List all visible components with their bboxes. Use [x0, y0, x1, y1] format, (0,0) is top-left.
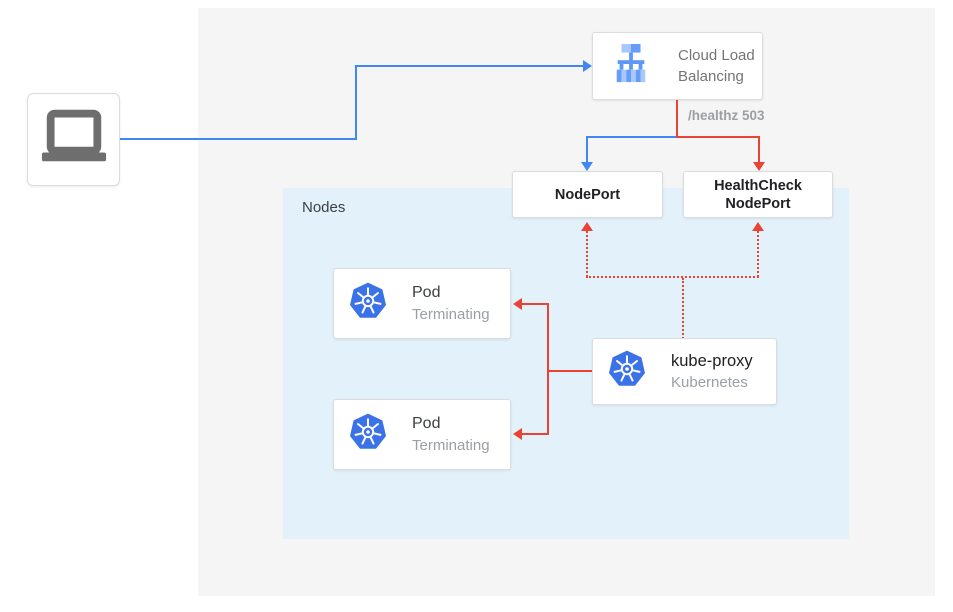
nodeport-box: NodePort [512, 171, 663, 218]
dotted-connector-healthcheck-v [757, 231, 759, 277]
kube-proxy-box: kube-proxy Kubernetes [592, 338, 777, 405]
blue-arrowhead-into-clb [583, 60, 592, 72]
blue-connector-to-clb-h [355, 65, 584, 67]
blue-arrowhead-into-nodeport [581, 162, 593, 171]
client-device-box [27, 93, 120, 186]
healthz-status-label: /healthz 503 [688, 108, 765, 123]
pod1-title: Pod [412, 284, 441, 301]
healthcheck-nodeport-box: HealthCheck NodePort [683, 171, 833, 218]
kubernetes-icon [607, 349, 647, 394]
pod2-status: Terminating [412, 437, 490, 454]
red-arrowhead-into-healthcheck [753, 162, 765, 171]
clb-label-line2: Balancing [678, 68, 744, 85]
dotted-arrowhead-into-healthcheck [752, 222, 764, 231]
blue-connector-client-v [355, 65, 357, 140]
red-connector-pod2-h [522, 433, 548, 435]
kube-proxy-title: kube-proxy [671, 352, 753, 370]
kube-proxy-subtitle: Kubernetes [671, 374, 748, 391]
pod-box-1: Pod Terminating [333, 268, 511, 339]
blue-connector-to-nodeport-v [586, 137, 588, 163]
pod-box-2: Pod Terminating [333, 399, 511, 470]
kubernetes-icon [348, 412, 388, 457]
dotted-connector-kubeproxy-v [682, 278, 684, 339]
red-connector-pod1-h [522, 303, 548, 305]
cloud-load-balancing-icon [608, 43, 654, 89]
dotted-connector-nodeport-v [586, 231, 588, 277]
pod2-title: Pod [412, 415, 441, 432]
red-connector-to-hc-h [676, 136, 760, 138]
red-arrowhead-into-pod1 [513, 298, 522, 310]
red-connector-pods-v [547, 303, 549, 435]
clb-label-line1: Cloud Load [678, 47, 755, 64]
red-connector-kubeproxy-h [547, 370, 593, 372]
cloud-load-balancing-box: Cloud Load Balancing [592, 32, 763, 100]
healthcheck-label-line1: HealthCheck [714, 177, 802, 194]
blue-connector-to-nodeport-h [586, 136, 678, 138]
pod1-status: Terminating [412, 306, 490, 323]
dotted-arrowhead-into-nodeport [581, 222, 593, 231]
nodes-label: Nodes [302, 199, 346, 216]
red-arrowhead-into-pod2 [513, 428, 522, 440]
red-connector-from-clb-v [676, 100, 678, 138]
blue-connector-client-h [120, 138, 356, 140]
red-connector-to-hc-v [758, 137, 760, 163]
laptop-icon [39, 109, 109, 170]
healthcheck-label-line2: NodePort [725, 195, 791, 212]
nodeport-label: NodePort [554, 186, 621, 203]
kubernetes-icon [348, 281, 388, 326]
dotted-connector-h [586, 276, 759, 278]
